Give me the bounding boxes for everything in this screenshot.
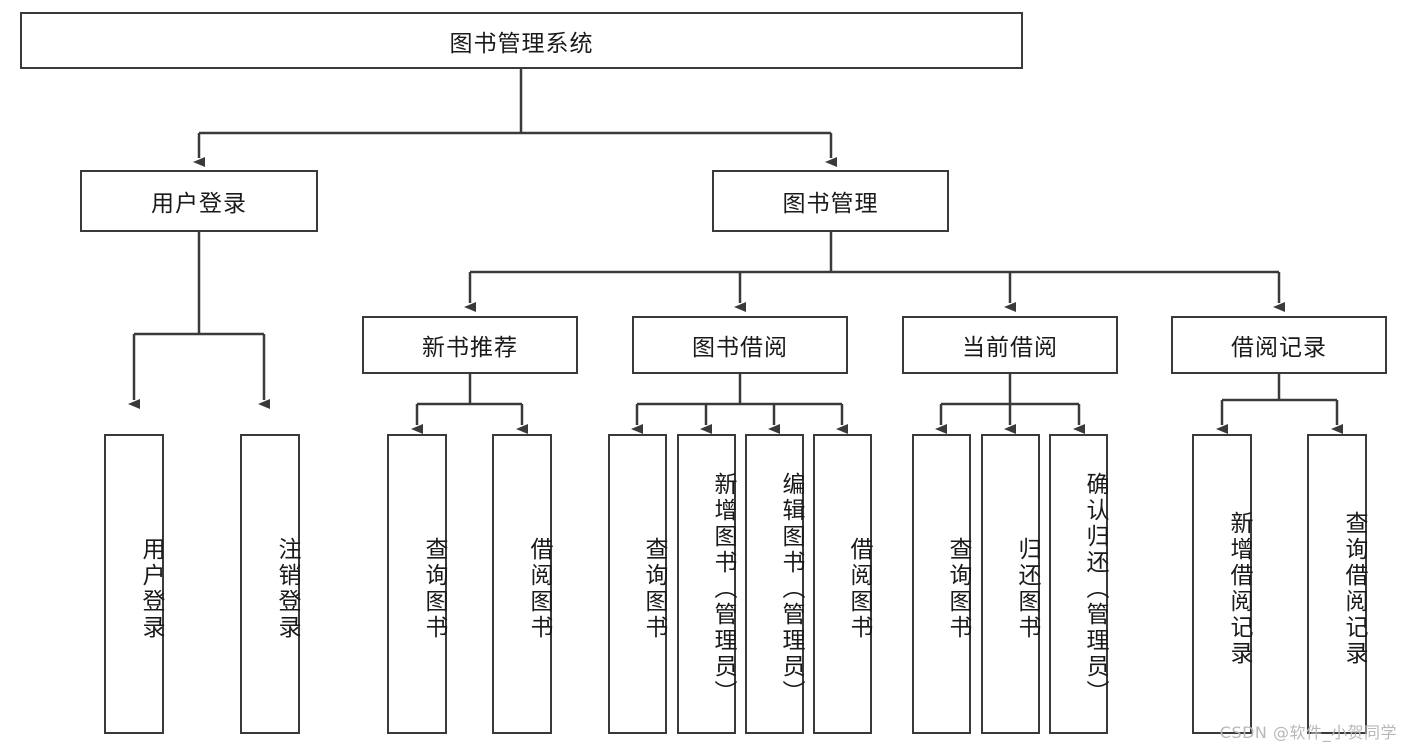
node-label: 图书管理 — [782, 191, 879, 217]
leaf-user-login-login[interactable]: 用户登录 — [104, 434, 164, 734]
node-label: 注销登录 — [274, 537, 300, 641]
leaf-borrow-add-book-admin[interactable]: 新增图书（管理员） — [677, 434, 736, 734]
node-root-library-system[interactable]: 图书管理系统 — [20, 12, 1023, 69]
node-label: 借阅记录 — [1231, 335, 1327, 361]
node-label: 新增图书（管理员） — [710, 472, 736, 706]
leaf-new-book-borrow[interactable]: 借阅图书 — [492, 434, 552, 734]
node-label: 确认归还（管理员） — [1082, 472, 1108, 706]
node-label: 图书借阅 — [692, 335, 788, 361]
csdn-watermark: CSDN @软件_小贺同学 — [1219, 723, 1397, 742]
node-new-book-recommend[interactable]: 新书推荐 — [362, 316, 578, 374]
node-current-borrow[interactable]: 当前借阅 — [902, 316, 1118, 374]
leaf-user-login-logout[interactable]: 注销登录 — [240, 434, 300, 734]
node-label: 借阅图书 — [846, 537, 872, 641]
leaf-new-book-query[interactable]: 查询图书 — [387, 434, 447, 734]
node-label: 图书管理系统 — [449, 30, 594, 57]
node-book-management[interactable]: 图书管理 — [712, 170, 949, 232]
node-label: 新书推荐 — [422, 335, 518, 361]
leaf-borrow-query-book[interactable]: 查询图书 — [608, 434, 667, 734]
node-label: 查询图书 — [945, 537, 971, 641]
leaf-borrow-borrow-book[interactable]: 借阅图书 — [813, 434, 872, 734]
node-label: 编辑图书（管理员） — [778, 472, 804, 706]
node-label: 查询借阅记录 — [1341, 511, 1367, 667]
node-label: 用户登录 — [151, 191, 247, 217]
node-label: 新增借阅记录 — [1226, 511, 1252, 667]
leaf-current-return-book[interactable]: 归还图书 — [981, 434, 1040, 734]
node-label: 查询图书 — [641, 537, 667, 641]
node-borrow-records[interactable]: 借阅记录 — [1171, 316, 1387, 374]
node-user-login[interactable]: 用户登录 — [80, 170, 318, 232]
leaf-borrow-edit-book-admin[interactable]: 编辑图书（管理员） — [745, 434, 804, 734]
node-label: 当前借阅 — [962, 335, 1058, 361]
leaf-current-query-book[interactable]: 查询图书 — [912, 434, 971, 734]
node-label: 借阅图书 — [526, 537, 552, 641]
leaf-current-confirm-return-admin[interactable]: 确认归还（管理员） — [1049, 434, 1108, 734]
leaf-records-add-record[interactable]: 新增借阅记录 — [1192, 434, 1252, 734]
node-label: 查询图书 — [421, 537, 447, 641]
node-label: 归还图书 — [1014, 537, 1040, 641]
leaf-records-query-record[interactable]: 查询借阅记录 — [1307, 434, 1367, 734]
node-label: 用户登录 — [138, 537, 164, 641]
node-book-borrow[interactable]: 图书借阅 — [632, 316, 848, 374]
